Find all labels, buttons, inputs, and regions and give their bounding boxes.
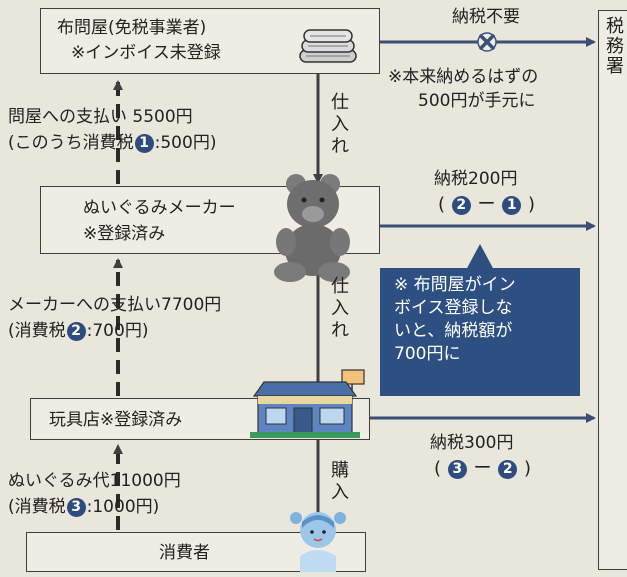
toy-shop-icon <box>250 369 365 438</box>
wholesaler-tax-note-2: 500円が手元に <box>418 91 536 111</box>
invoice-callout: ※ 布問屋がイン ボイス登録しな いと、納税額が 700円に <box>380 268 580 396</box>
maker-formula-minus: ー <box>477 194 496 215</box>
maker-status: ※登録済み <box>83 224 166 244</box>
wholesaler-status: ※インボイス未登録 <box>71 43 221 63</box>
callout-line-3: いと、納税額が <box>394 321 513 341</box>
payment-to-wholesaler-tax-suffix: :500円) <box>154 133 217 153</box>
toyshop-formula-circle-b: 2 <box>498 460 518 479</box>
purchase-label-1: 仕入れ <box>331 92 349 157</box>
purchase-label-2: 仕入れ <box>331 276 349 341</box>
teddy-bear-icon <box>274 174 350 282</box>
consumer-icon <box>290 512 346 572</box>
maker-formula-circle-a: 2 <box>451 196 471 215</box>
maker-tax-formula: ( 2 ー 1 ) <box>438 194 535 216</box>
fabric-stack-icon <box>299 29 357 63</box>
payment-to-wholesaler-amount: 問屋への支払い 5500円 <box>8 107 193 127</box>
maker-tax-label: 納税200円 <box>434 169 518 189</box>
toyshop-formula-open: ( <box>434 458 442 479</box>
callout-line-4: 700円に <box>394 344 461 364</box>
circle-number-2: 2 <box>66 322 86 341</box>
payment-for-toy-tax-suffix: :1000円) <box>86 497 160 517</box>
callout-line-2: ボイス登録しな <box>394 298 513 318</box>
consumer-name: 消費者 <box>159 543 210 563</box>
wholesaler-tax-note-1: ※本来納めるはずの <box>388 67 539 87</box>
tax-office-label: 税務署 <box>606 16 624 77</box>
circle-number-3: 3 <box>66 498 86 517</box>
payment-to-maker-tax-suffix: :700円) <box>86 321 149 341</box>
payment-to-wholesaler-tax-prefix: (このうち消費税 <box>8 133 134 153</box>
wholesaler-name: 布問屋(免税事業者) <box>57 18 207 38</box>
toyshop-formula-minus: ー <box>473 458 492 479</box>
buy-label: 購入 <box>331 460 349 503</box>
circle-number-1: 1 <box>134 134 154 153</box>
callout-pointer <box>466 244 494 270</box>
tax-office-box: 税務署 <box>598 10 627 570</box>
wholesaler-tax-label: 納税不要 <box>452 7 520 27</box>
toyshop-formula-close: ) <box>523 458 531 479</box>
payment-to-maker-amount: メーカーへの支払い7700円 <box>8 295 222 315</box>
cross-icon <box>477 32 497 52</box>
toyshop-tax-label: 納税300円 <box>430 433 514 453</box>
maker-formula-open: ( <box>438 194 446 215</box>
maker-formula-circle-b: 1 <box>502 196 522 215</box>
toyshop-name: 玩具店※登録済み <box>49 410 183 430</box>
callout-line-1: ※ 布問屋がイン <box>394 275 516 295</box>
payment-to-maker-tax-prefix: (消費税 <box>8 321 66 341</box>
payment-for-toy-tax-prefix: (消費税 <box>8 497 66 517</box>
payment-for-toy-amount: ぬいぐるみ代11000円 <box>8 471 181 491</box>
toyshop-formula-circle-a: 3 <box>447 460 467 479</box>
maker-formula-close: ) <box>527 194 535 215</box>
toyshop-tax-formula: ( 3 ー 2 ) <box>434 458 531 480</box>
maker-name: ぬいぐるみメーカー <box>83 198 236 218</box>
